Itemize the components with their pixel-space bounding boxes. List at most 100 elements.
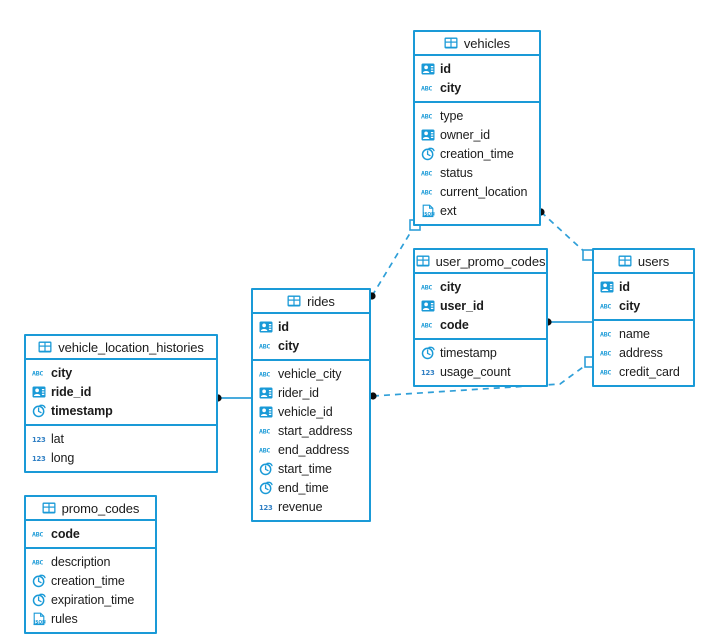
svg-text:JSON: JSON bbox=[422, 211, 435, 217]
primary-key-row[interactable]: timestamp bbox=[26, 401, 216, 420]
svg-text:ABC: ABC bbox=[600, 349, 611, 357]
column-name: address bbox=[619, 345, 663, 360]
key-id-icon bbox=[421, 128, 435, 142]
relationship-vlh-rides[interactable] bbox=[214, 394, 251, 402]
table-header[interactable]: rides bbox=[253, 290, 369, 314]
svg-text:ABC: ABC bbox=[32, 530, 43, 538]
primary-key-row[interactable]: ride_id bbox=[26, 382, 216, 401]
abc-text-icon: ABC bbox=[600, 365, 614, 379]
table-header[interactable]: promo_codes bbox=[26, 497, 155, 521]
column-name: rider_id bbox=[278, 385, 319, 400]
field-row[interactable]: ABC description bbox=[26, 552, 155, 571]
key-id-icon bbox=[421, 62, 435, 76]
table-header[interactable]: vehicle_location_histories bbox=[26, 336, 216, 360]
svg-text:ABC: ABC bbox=[600, 302, 611, 310]
123-number-icon: 123 bbox=[32, 432, 46, 446]
table-name: vehicle_location_histories bbox=[58, 339, 204, 355]
svg-text:123: 123 bbox=[421, 368, 435, 376]
table-name: promo_codes bbox=[61, 500, 140, 516]
column-name: city bbox=[51, 365, 73, 380]
column-name: description bbox=[51, 554, 111, 569]
column-name: user_id bbox=[440, 298, 484, 313]
field-row[interactable]: expiration_time bbox=[26, 590, 155, 609]
svg-text:ABC: ABC bbox=[421, 188, 432, 196]
field-row[interactable]: ABC vehicle_city bbox=[253, 364, 369, 383]
123-number-icon: 123 bbox=[421, 365, 435, 379]
abc-text-icon: ABC bbox=[259, 367, 273, 381]
primary-key-row[interactable]: id bbox=[253, 317, 369, 336]
column-name: city bbox=[440, 279, 462, 294]
field-row[interactable]: end_time bbox=[253, 478, 369, 497]
primary-key-row[interactable]: id bbox=[415, 59, 539, 78]
column-name: id bbox=[440, 61, 451, 76]
field-row[interactable]: timestamp bbox=[415, 343, 546, 362]
field-row[interactable]: vehicle_id bbox=[253, 402, 369, 421]
field-row[interactable]: owner_id bbox=[415, 125, 539, 144]
field-row[interactable]: ABC address bbox=[594, 343, 693, 362]
field-row[interactable]: 123 lat bbox=[26, 429, 216, 448]
field-row[interactable]: start_time bbox=[253, 459, 369, 478]
primary-key-row[interactable]: ABC city bbox=[594, 296, 693, 315]
table-icon bbox=[38, 340, 52, 354]
table-header[interactable]: user_promo_codes bbox=[415, 250, 546, 274]
json-file-icon: JSON bbox=[32, 612, 46, 626]
relationship-user_promo_codes-users[interactable] bbox=[544, 318, 592, 326]
column-name: timestamp bbox=[440, 345, 497, 360]
clock-icon bbox=[421, 147, 435, 161]
column-name: vehicle_city bbox=[278, 366, 342, 381]
field-row[interactable]: 123 usage_count bbox=[415, 362, 546, 381]
abc-text-icon: ABC bbox=[421, 81, 435, 95]
column-name: owner_id bbox=[440, 127, 490, 142]
column-name: city bbox=[619, 298, 641, 313]
column-name: long bbox=[51, 450, 75, 465]
json-file-icon: JSON bbox=[421, 204, 435, 218]
abc-text-icon: ABC bbox=[259, 339, 273, 353]
primary-key-row[interactable]: user_id bbox=[415, 296, 546, 315]
table-header[interactable]: users bbox=[594, 250, 693, 274]
primary-key-row[interactable]: id bbox=[594, 277, 693, 296]
abc-text-icon: ABC bbox=[32, 527, 46, 541]
column-name: usage_count bbox=[440, 364, 511, 379]
abc-text-icon: ABC bbox=[32, 555, 46, 569]
clock-icon bbox=[259, 481, 273, 495]
svg-text:ABC: ABC bbox=[421, 321, 432, 329]
column-name: lat bbox=[51, 431, 64, 446]
svg-text:123: 123 bbox=[32, 435, 46, 443]
table-icon bbox=[42, 501, 56, 515]
table-header[interactable]: vehicles bbox=[415, 32, 539, 56]
column-name: vehicle_id bbox=[278, 404, 333, 419]
column-name: end_address bbox=[278, 442, 350, 457]
column-name: status bbox=[440, 165, 473, 180]
field-row[interactable]: creation_time bbox=[26, 571, 155, 590]
field-row[interactable]: creation_time bbox=[415, 144, 539, 163]
field-row[interactable]: rider_id bbox=[253, 383, 369, 402]
abc-text-icon: ABC bbox=[421, 109, 435, 123]
